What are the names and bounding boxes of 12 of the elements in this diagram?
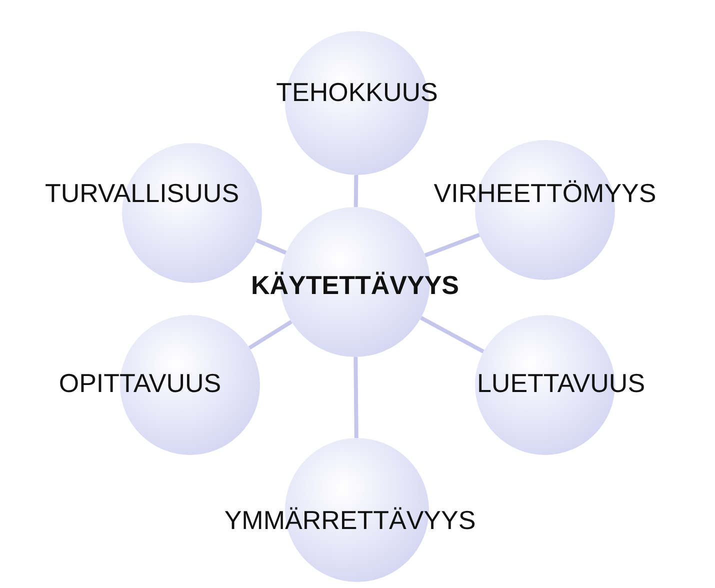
connector-line (354, 356, 358, 438)
node-label: VIRHEETTÖMYYS (434, 180, 656, 206)
node-label: LUETTAVUUS (476, 370, 646, 396)
node-label: YMMÄRRETTÄVYYS (224, 507, 476, 533)
node-label: TEHOKKUUS (276, 79, 438, 105)
connector-line (354, 174, 358, 208)
connector-line (424, 232, 480, 258)
connector-line (256, 238, 287, 255)
node-label: TURVALLISUUS (44, 180, 240, 206)
node-label: KÄYTETTÄVYYS (250, 272, 460, 298)
connector-line (248, 320, 292, 350)
node-label: OPITTAVUUS (58, 370, 222, 396)
